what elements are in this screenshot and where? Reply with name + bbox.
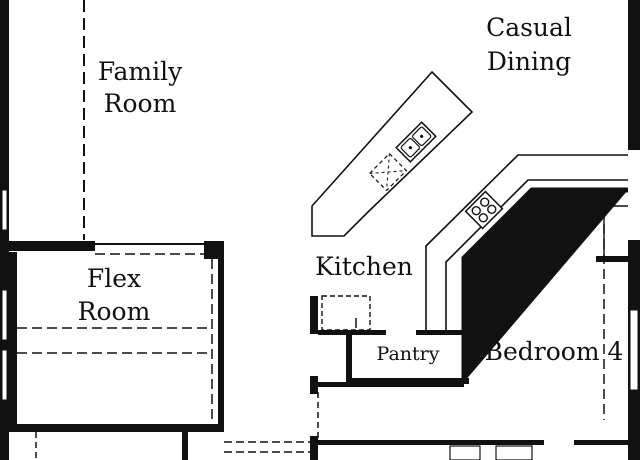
closet-wall xyxy=(182,432,188,460)
dishwasher-icon xyxy=(368,152,408,192)
pantry-wall-inner xyxy=(346,335,352,383)
cooktop-icon xyxy=(464,190,504,230)
bottom-wall-stub-1 xyxy=(310,436,318,460)
bottom-wall-right xyxy=(574,440,628,445)
bedroom-4-label: Bedroom 4 xyxy=(485,337,624,366)
window-left-1 xyxy=(1,189,8,231)
pantry-wall-left xyxy=(310,296,318,334)
bedroom-wall-top-right xyxy=(596,256,628,262)
counter-outer-edge xyxy=(425,154,628,332)
flex-room-wall-top xyxy=(9,241,95,251)
kitchen-island xyxy=(311,70,474,237)
family-room-label-1: Family xyxy=(98,57,183,86)
bedroom-wall-top-left xyxy=(464,256,564,262)
closet-inner xyxy=(541,213,605,256)
flex-room-wall-left xyxy=(9,252,17,430)
pantry-wall-top-right xyxy=(416,330,462,335)
window-right xyxy=(629,309,639,391)
flex-room-wall-right xyxy=(218,259,224,431)
closet-outline xyxy=(519,205,628,256)
bath-fixture-2 xyxy=(495,445,533,460)
bedroom-corner xyxy=(464,378,469,384)
pantry-shelf-icon xyxy=(321,295,371,331)
family-room-label-2: Room xyxy=(104,89,177,118)
pantry-wall-bottom xyxy=(346,378,464,383)
casual-dining-label-2: Dining xyxy=(487,47,571,76)
flex-room-corner-post xyxy=(204,241,224,259)
pantry-label: Pantry xyxy=(377,343,440,365)
kitchen-rear-wall xyxy=(461,187,628,382)
hall-wall-stub xyxy=(310,376,318,394)
bath-fixture-1 xyxy=(449,445,481,460)
casual-dining-label-1: Casual xyxy=(486,13,572,42)
kitchen-label: Kitchen xyxy=(315,252,413,281)
window-left-3 xyxy=(1,349,8,401)
flex-room-label-2: Room xyxy=(78,297,151,326)
window-left-2 xyxy=(1,289,8,341)
bottom-wall xyxy=(318,440,544,445)
pantry-wall-top xyxy=(318,330,386,335)
sink-icon xyxy=(395,121,437,163)
hall-wall xyxy=(318,382,464,387)
flex-room-label-1: Flex xyxy=(87,264,141,293)
flex-room-wall-bottom xyxy=(9,424,224,432)
exterior-wall-right-upper xyxy=(628,0,640,150)
